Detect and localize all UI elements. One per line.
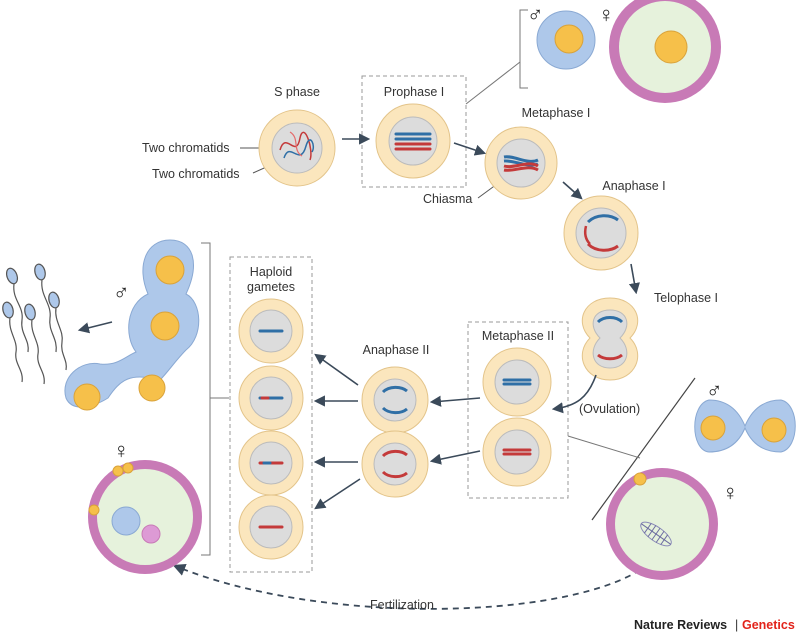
metaphase-i-cell <box>484 126 558 200</box>
left-male-cell-chain <box>64 239 200 411</box>
male-symbol-top: ♂ <box>527 2 544 27</box>
arrow-anaphase-ii-to-gamete-4 <box>314 478 361 510</box>
male-symbol-right: ♂ <box>706 378 723 403</box>
fertilization-label: Fertilization <box>370 598 434 612</box>
anaphase-ii-label: Anaphase II <box>363 343 430 357</box>
arrow-metaphase-i-to-anaphase-i <box>562 181 583 200</box>
arrow-to-sperm <box>77 321 113 334</box>
male-symbol-left: ♂ <box>113 280 130 305</box>
telophase-i-label: Telophase I <box>654 291 718 305</box>
metaphase-ii-cell-top <box>482 347 552 417</box>
sperm-cluster <box>2 263 67 385</box>
prophase-guide-line <box>465 61 521 105</box>
two-chromatids-label-top: Two chromatids <box>142 141 230 155</box>
arrow-metaphase-ii-bottom-to-anaphase-ii <box>429 450 481 465</box>
top-female-cell <box>609 0 721 103</box>
fertilization-arrow <box>172 563 641 610</box>
metaphase-ii-box <box>467 321 569 499</box>
haploid-gametes-box <box>229 256 313 573</box>
chiasma-label: Chiasma <box>423 192 472 206</box>
top-male-cell <box>536 10 596 70</box>
two-chromatids-label-bottom: Two chromatids <box>152 167 240 181</box>
s-phase-label: S phase <box>274 85 320 99</box>
haploid-gamete-1 <box>238 298 304 364</box>
prophase-i-label: Prophase I <box>384 85 444 99</box>
anaphase-ii-cell-bottom <box>361 430 429 498</box>
metaphase-ii-label: Metaphase II <box>482 329 554 343</box>
female-symbol-right: ♀ <box>722 480 739 505</box>
anaphase-ii-cell-top <box>361 366 429 434</box>
arrow-anaphase-i-to-telophase-i <box>628 263 640 295</box>
credit-section: Genetics <box>742 618 795 632</box>
metaphase-ii-cell-bottom <box>482 417 552 487</box>
telophase-i-cell <box>581 297 639 381</box>
arrow-metaphase-ii-top-to-anaphase-ii <box>429 395 481 407</box>
arrow-telophase-to-metaphase-ii <box>551 374 597 414</box>
credit-separator: | <box>735 618 738 632</box>
right-female-egg <box>606 468 718 580</box>
metaphase-ii-guide-line <box>567 435 641 459</box>
ovulation-label: (Ovulation) <box>579 402 640 416</box>
metaphase-i-label: Metaphase I <box>522 106 591 120</box>
credit-journal: Nature Reviews <box>634 618 727 632</box>
haploid-label: Haploid <box>250 265 292 279</box>
prophase-i-cell <box>375 103 451 179</box>
haploid-gamete-2 <box>238 365 304 431</box>
female-symbol-left: ♀ <box>113 438 130 463</box>
haploid-gamete-3 <box>238 430 304 496</box>
right-slash-line <box>591 377 696 521</box>
left-female-egg <box>88 460 202 574</box>
anaphase-i-cell <box>563 195 639 271</box>
arrow-prophase-to-metaphase-i <box>453 142 487 156</box>
arrow-anaphase-ii-to-gamete-1 <box>314 353 359 386</box>
anaphase-i-label: Anaphase I <box>602 179 665 193</box>
female-symbol-top: ♀ <box>598 2 615 27</box>
left-bracket <box>201 242 211 556</box>
prophase-box <box>361 75 467 188</box>
haploid-gamete-4 <box>238 494 304 560</box>
top-bracket <box>519 9 528 89</box>
s-phase-cell <box>258 109 336 187</box>
gametes-label: gametes <box>247 280 295 294</box>
right-male-cell-pair <box>694 399 796 453</box>
